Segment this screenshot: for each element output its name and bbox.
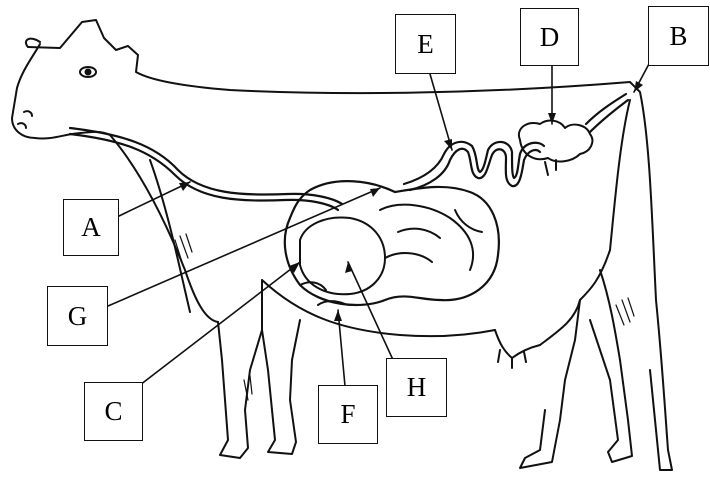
label-box-g[interactable]: G: [47, 286, 108, 346]
label-box-b[interactable]: B: [648, 6, 709, 66]
label-box-h[interactable]: H: [386, 358, 447, 417]
label-box-d[interactable]: D: [520, 8, 579, 66]
pointer-h: [348, 262, 394, 362]
label-box-c[interactable]: C: [84, 382, 143, 441]
pointer-f: [338, 310, 345, 386]
label-box-a[interactable]: A: [63, 199, 119, 256]
pointer-a: [119, 182, 190, 216]
pointer-g: [108, 188, 380, 306]
label-box-e[interactable]: E: [395, 14, 456, 74]
pointer-lines: [108, 62, 650, 386]
label-box-f[interactable]: F: [318, 385, 378, 444]
pointer-c: [140, 262, 300, 385]
pointer-e: [430, 74, 452, 150]
